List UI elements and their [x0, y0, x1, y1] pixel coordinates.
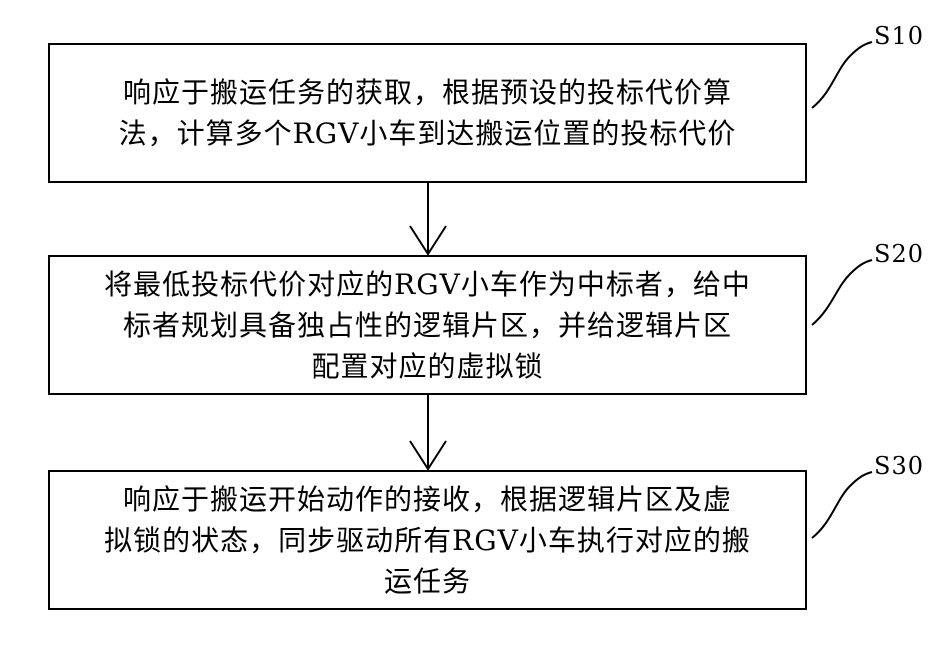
arrow-s20-to-s30 [410, 395, 446, 469]
step-box-s20: 将最低投标代价对应的RGV小车作为中标者，给中 标者规划具备独占性的逻辑片区，并… [48, 255, 807, 395]
step-line: 将最低投标代价对应的RGV小车作为中标者，给中 [68, 264, 787, 305]
step-box-s10: 响应于搬运任务的获取，根据预设的投标代价算 法，计算多个RGV小车到达搬运位置的… [48, 43, 807, 183]
step-line: 运任务 [68, 561, 787, 602]
step-label-s20: S20 [874, 240, 924, 268]
step-text-s20: 将最低投标代价对应的RGV小车作为中标者，给中 标者规划具备独占性的逻辑片区，并… [50, 264, 805, 387]
step-label-s30: S30 [874, 452, 924, 480]
arrow-s10-to-s20 [410, 183, 446, 254]
leader-line-s10 [812, 42, 872, 108]
leader-line-s20 [812, 260, 872, 325]
step-label-s10: S10 [874, 22, 924, 50]
step-line: 法，计算多个RGV小车到达搬运位置的投标代价 [68, 113, 787, 154]
step-line: 标者规划具备独占性的逻辑片区，并给逻辑片区 [68, 305, 787, 346]
step-line: 响应于搬运开始动作的接收，根据逻辑片区及虚 [68, 479, 787, 520]
step-text-s30: 响应于搬运开始动作的接收，根据逻辑片区及虚 拟锁的状态，同步驱动所有RGV小车执… [50, 479, 805, 602]
step-text-s10: 响应于搬运任务的获取，根据预设的投标代价算 法，计算多个RGV小车到达搬运位置的… [50, 72, 805, 154]
step-box-s30: 响应于搬运开始动作的接收，根据逻辑片区及虚 拟锁的状态，同步驱动所有RGV小车执… [48, 470, 807, 610]
step-line: 响应于搬运任务的获取，根据预设的投标代价算 [68, 72, 787, 113]
leader-line-s30 [812, 472, 872, 538]
step-line: 配置对应的虚拟锁 [68, 346, 787, 387]
step-line: 拟锁的状态，同步驱动所有RGV小车执行对应的搬 [68, 520, 787, 561]
